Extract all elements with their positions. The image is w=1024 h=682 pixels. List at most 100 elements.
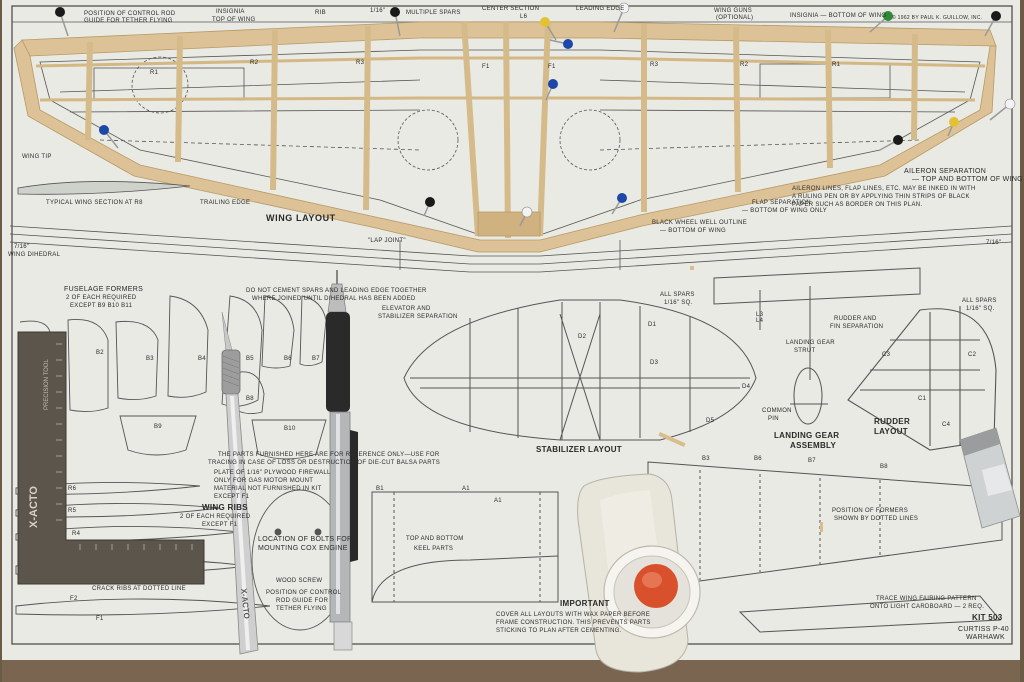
gear-l3: L3 bbox=[756, 312, 764, 318]
label-wing-tip: WING TIP bbox=[22, 154, 52, 160]
label-wing-guns: WING GUNS bbox=[714, 8, 753, 14]
label-flap-sep-2: — BOTTOM OF WING ONLY bbox=[742, 208, 828, 214]
rudder-c1: C1 bbox=[918, 396, 927, 402]
label-common-pin-2: PIN bbox=[768, 416, 779, 422]
label-aileron-sep: AILERON SEPARATION bbox=[904, 168, 987, 175]
former-b6: B6 bbox=[284, 356, 292, 362]
keel-a1: A1 bbox=[494, 498, 502, 504]
label-ribs-except: EXCEPT F1 bbox=[202, 522, 238, 528]
rib-label-r3-left: R3 bbox=[356, 60, 365, 66]
rib-f2: F2 bbox=[70, 596, 78, 602]
push-pins bbox=[55, 2, 1016, 227]
rib-label-f1-left: F1 bbox=[482, 64, 490, 70]
label-aileron-note-3: PAPER SUCH AS BORDER ON THIS PLAN. bbox=[792, 202, 923, 208]
landing-gear-ink bbox=[713, 267, 921, 425]
rudder-c2: C2 bbox=[968, 352, 977, 358]
label-spar-size: 1/16" bbox=[370, 8, 386, 14]
label-ribs-sub: 2 OF EACH REQUIRED bbox=[180, 514, 251, 520]
rib-label-r1-right: R1 bbox=[832, 62, 841, 68]
keel-b8: B8 bbox=[880, 464, 888, 470]
label-crack-ribs: CRACK RIBS AT DOTTED LINE bbox=[92, 586, 186, 592]
label-plywood-2: ONLY FOR GAS MOTOR MOUNT bbox=[214, 478, 314, 484]
wing-section-ink bbox=[9, 181, 1013, 273]
rib-label-l6: L6 bbox=[520, 14, 528, 20]
former-b8: B8 bbox=[246, 396, 254, 402]
label-furnished-2: TRACING IN CASE OF LOSS OR DESTRUCTION O… bbox=[208, 460, 440, 466]
label-rudder-fin-2: FIN SEPARATION bbox=[830, 324, 884, 330]
label-rib: RIB bbox=[315, 10, 326, 16]
label-rudder-spar-size: 1/16" SQ. bbox=[966, 306, 995, 312]
rib-f1: F1 bbox=[96, 616, 104, 622]
label-control-pos-3: TETHER FLYING bbox=[276, 606, 327, 612]
steel-square-ruler bbox=[17, 331, 205, 585]
label-insignia-top: INSIGNIA bbox=[216, 9, 245, 15]
label-cover-1: COVER ALL LAYOUTS WITH WAX PAPER BEFORE bbox=[496, 612, 651, 618]
label-wood-screw: WOOD SCREW bbox=[276, 578, 323, 584]
label-aileron-note-1: AILERON LINES, FLAP LINES, ETC. MAY BE I… bbox=[792, 186, 976, 192]
former-b5: B5 bbox=[246, 356, 254, 362]
stab-d2: D2 bbox=[578, 334, 587, 340]
keel-b7: B7 bbox=[808, 458, 816, 464]
keel-b1: B1 bbox=[376, 486, 384, 492]
label-control-rod-2: GUIDE FOR TETHER FLYING bbox=[84, 18, 173, 24]
rib-r4: R4 bbox=[72, 531, 81, 537]
label-control-rod: POSITION OF CONTROL ROD bbox=[84, 11, 176, 17]
former-b10: B10 bbox=[284, 426, 296, 432]
keel-a1-b: A1 bbox=[462, 486, 470, 492]
label-important: IMPORTANT bbox=[560, 599, 610, 608]
label-furnished-1: THE PARTS FURNISHED HERE ARE FOR REFEREN… bbox=[218, 452, 440, 458]
label-top-of-wing: TOP OF WING bbox=[212, 17, 256, 23]
rib-label-r2-right: R2 bbox=[740, 62, 749, 68]
label-formers-title: FUSELAGE FORMERS bbox=[64, 286, 144, 293]
former-b7: B7 bbox=[312, 356, 320, 362]
label-aileron-note-2: A RULING PEN OR BY APPLYING THIN STRIPS … bbox=[792, 194, 970, 200]
label-multiple-spars: MULTIPLE SPARS bbox=[406, 10, 461, 16]
label-wing-dihedral: WING DIHEDRAL bbox=[8, 252, 61, 258]
gear-l4: L4 bbox=[756, 318, 764, 324]
label-fairing-2: ONTO LIGHT CARDBOARD — 2 REQ. bbox=[870, 604, 985, 610]
former-b9: B9 bbox=[154, 424, 162, 430]
label-wheel-well: BLACK WHEEL WELL OUTLINE bbox=[652, 220, 748, 226]
label-flap-sep: FLAP SEPARATION bbox=[752, 200, 811, 206]
label-copyright: © 1962 BY PAUL K. GUILLOW, INC. bbox=[892, 15, 983, 21]
label-common-pin: COMMON bbox=[762, 408, 792, 414]
label-elevator-sep-2: STABILIZER SEPARATION bbox=[378, 314, 458, 320]
label-keel-top-bottom: TOP AND BOTTOM bbox=[406, 536, 464, 542]
label-center-section: CENTER SECTION bbox=[482, 6, 540, 12]
label-gear-strut: LANDING GEAR bbox=[786, 340, 835, 346]
stabilizer-layout bbox=[403, 299, 757, 441]
label-bolts-2: MOUNTING COX ENGINE bbox=[258, 545, 348, 552]
balsa-wing-frame bbox=[13, 21, 997, 253]
rib-label-r3-right: R3 bbox=[650, 62, 659, 68]
rib-label-r2-left: R2 bbox=[250, 60, 259, 66]
label-landing-gear-title-2: ASSEMBLY bbox=[790, 441, 837, 450]
label-kit-model: CURTISS P-40 bbox=[958, 626, 1009, 633]
former-b4: B4 bbox=[198, 356, 206, 362]
stab-d5: D5 bbox=[706, 418, 715, 424]
label-cover-3: STICKING TO PLAN AFTER CEMENTING. bbox=[496, 628, 622, 634]
razor-blade bbox=[959, 427, 1021, 529]
plan-border bbox=[11, 5, 1013, 645]
label-control-pos-2: ROD GUIDE FOR bbox=[276, 598, 329, 604]
former-b3: B3 bbox=[146, 356, 154, 362]
label-rudder-title: RUDDER bbox=[874, 417, 911, 426]
label-optional: (OPTIONAL) bbox=[716, 15, 754, 21]
rib-label-r1-left: R1 bbox=[150, 70, 159, 76]
label-dihedral-left: 7/16" bbox=[14, 244, 30, 250]
label-landing-gear-title: LANDING GEAR bbox=[774, 431, 840, 440]
label-formers-pos-2: SHOWN BY DOTTED LINES bbox=[834, 516, 919, 522]
label-lap-joint: "LAP JOINT" bbox=[368, 238, 406, 244]
rudder-c4: C4 bbox=[942, 422, 951, 428]
label-cover-2: FRAME CONSTRUCTION. THIS PREVENTS PARTS bbox=[496, 620, 651, 626]
label-kit-model-name: WARHAWK bbox=[966, 634, 1005, 641]
stab-d1: D1 bbox=[648, 322, 657, 328]
hobby-knife bbox=[221, 311, 259, 655]
label-stab-spar-size: 1/16" SQ. bbox=[664, 300, 693, 306]
label-stab-all-spars: ALL SPARS bbox=[660, 292, 695, 298]
label-kit-no: KIT 503 bbox=[972, 613, 1003, 622]
label-square-mark: PRECISION TOOL bbox=[44, 359, 50, 410]
label-stabilizer-title: STABILIZER LAYOUT bbox=[536, 445, 622, 454]
label-aileron-sep-2: — TOP AND BOTTOM OF WING bbox=[912, 176, 1023, 183]
label-fairing: TRACE WING FAIRING PATTERN bbox=[876, 596, 977, 602]
